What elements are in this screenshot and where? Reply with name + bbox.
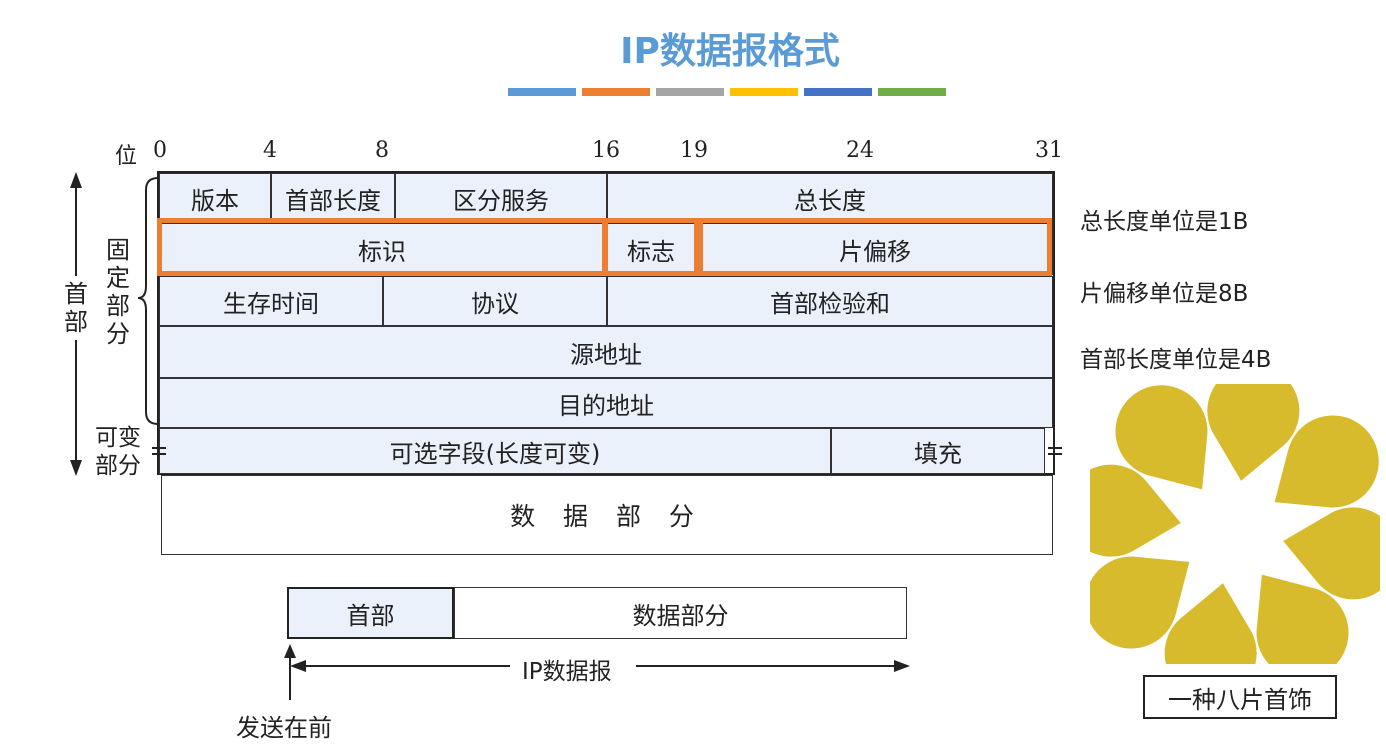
bottom-data-box: 数据部分 — [454, 587, 907, 639]
bit-axis-label: 位 — [115, 144, 138, 169]
field-header-checksum: 首部检验和 — [607, 276, 1053, 326]
petal-icon — [1090, 464, 1181, 557]
bit-mark: 4 — [263, 138, 277, 163]
send-first-label: 发送在前 — [236, 714, 332, 742]
highlight-fragment-offset — [698, 218, 1052, 276]
field-total-length: 总长度 — [607, 173, 1053, 223]
bit-mark: 0 — [153, 138, 167, 163]
bit-mark: 31 — [1035, 138, 1063, 163]
brace-icon — [137, 177, 159, 425]
petal-icon — [1207, 384, 1300, 481]
header-frame — [157, 171, 1055, 475]
color-bar-segment — [804, 88, 872, 96]
field-ttl: 生存时间 — [159, 276, 383, 326]
petal-icon — [1283, 507, 1380, 600]
field-destination-address: 目的地址 — [159, 378, 1053, 428]
bottom-header-box: 首部 — [287, 587, 454, 639]
color-bar-segment — [656, 88, 724, 96]
color-bar-segment — [582, 88, 650, 96]
field-header-length: 首部长度 — [271, 173, 395, 223]
field-flags: 标志 — [605, 223, 697, 275]
color-bar-segment — [508, 88, 576, 96]
bit-mark: 19 — [680, 138, 708, 163]
datagram-label: IP数据报 — [518, 652, 616, 686]
field-options: 可选字段(长度可变) — [159, 428, 831, 474]
petal-icon — [1115, 385, 1208, 490]
arrow-up-icon — [70, 172, 82, 188]
petal-icon — [1256, 574, 1349, 664]
note-total-length-unit: 总长度单位是1B — [1080, 209, 1249, 235]
flower-decoration — [1090, 384, 1380, 664]
bit-mark: 8 — [375, 138, 389, 163]
color-bar-segment — [730, 88, 798, 96]
petal-icon — [1164, 583, 1257, 664]
field-diff-services: 区分服务 — [395, 173, 607, 223]
field-fragment-offset: 片偏移 — [697, 223, 1053, 275]
arrow-left-icon — [290, 660, 306, 672]
color-bar-segment — [878, 88, 946, 96]
arrow-right-icon — [894, 660, 910, 672]
arrow-up-icon — [284, 644, 296, 658]
field-padding: 填充 — [831, 428, 1045, 474]
field-protocol: 协议 — [383, 276, 607, 326]
data-part-box: 数 据 部 分 — [161, 475, 1053, 555]
decoration-caption: 一种八片首饰 — [1143, 675, 1337, 719]
petal-icon — [1090, 556, 1190, 649]
label-variable-part: 可变部分 — [95, 425, 141, 479]
note-header-length-unit: 首部长度单位是4B — [1080, 347, 1272, 373]
petal-icon — [1274, 415, 1379, 508]
bit-mark: 16 — [592, 138, 620, 163]
page-title: IP数据报格式 — [620, 31, 840, 72]
label-fixed-part: 固定部分 — [106, 236, 130, 348]
field-identification: 标识 — [159, 223, 605, 275]
arrow-down-icon — [70, 460, 82, 476]
highlight-flags — [602, 218, 699, 276]
field-source-address: 源地址 — [159, 326, 1053, 378]
bit-mark: 24 — [846, 138, 874, 163]
note-fragment-offset-unit: 片偏移单位是8B — [1080, 281, 1249, 307]
label-header: 首部 — [60, 280, 92, 336]
